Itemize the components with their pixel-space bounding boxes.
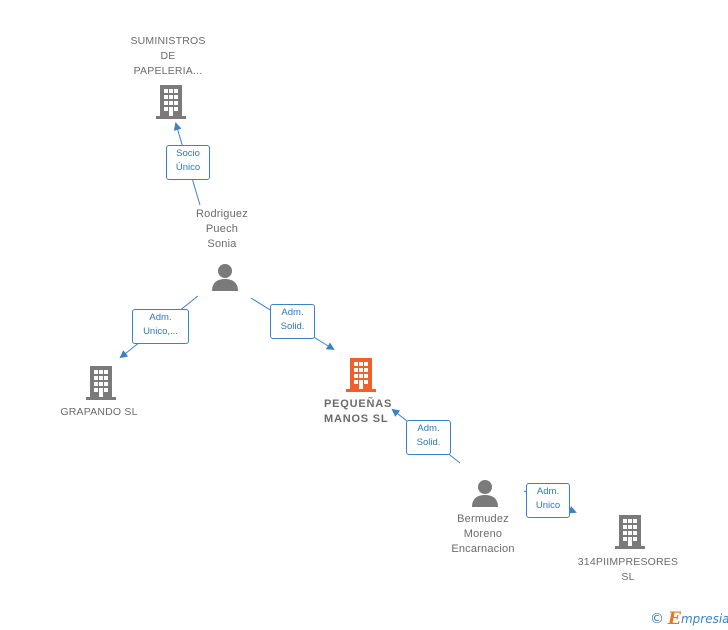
node-label-314piimpresores[interactable]: 314PIIMPRESORES SL [577,556,679,583]
person-icon[interactable] [470,478,500,508]
brand-initial: E [668,609,681,629]
copyright-icon: © [650,611,664,627]
building-icon[interactable] [85,365,117,401]
node-label-suministros[interactable]: SUMINISTROS DE PAPELERIA... [130,35,206,77]
node-label-bermudez[interactable]: Bermudez Moreno Encarnacion [451,513,515,555]
building-icon[interactable] [155,84,187,120]
node-label-rodriguez[interactable]: Rodriguez Puech Sonia [196,208,248,250]
building-icon[interactable] [345,357,377,393]
edge-label-adm-solid-bermudez[interactable]: Adm. Solid. [406,420,451,455]
node-label-grapando[interactable]: GRAPANDO SL [60,406,138,418]
brand-name: mpresia [680,612,728,626]
person-icon[interactable] [210,262,240,292]
edge-label-adm-unico-impresores[interactable]: Adm. Unico [526,483,570,518]
edge-label-socio-unico[interactable]: Socio Único [166,145,210,180]
edge-label-adm-solid-rodriguez[interactable]: Adm. Solid. [270,304,315,339]
empresia-logo: © E mpresia [650,609,728,629]
node-label-pequenas-manos[interactable]: PEQUEÑAS MANOS SL [324,398,393,425]
building-icon[interactable] [614,514,646,550]
edge-label-adm-unico-grapando[interactable]: Adm. Unico,... [132,309,189,344]
